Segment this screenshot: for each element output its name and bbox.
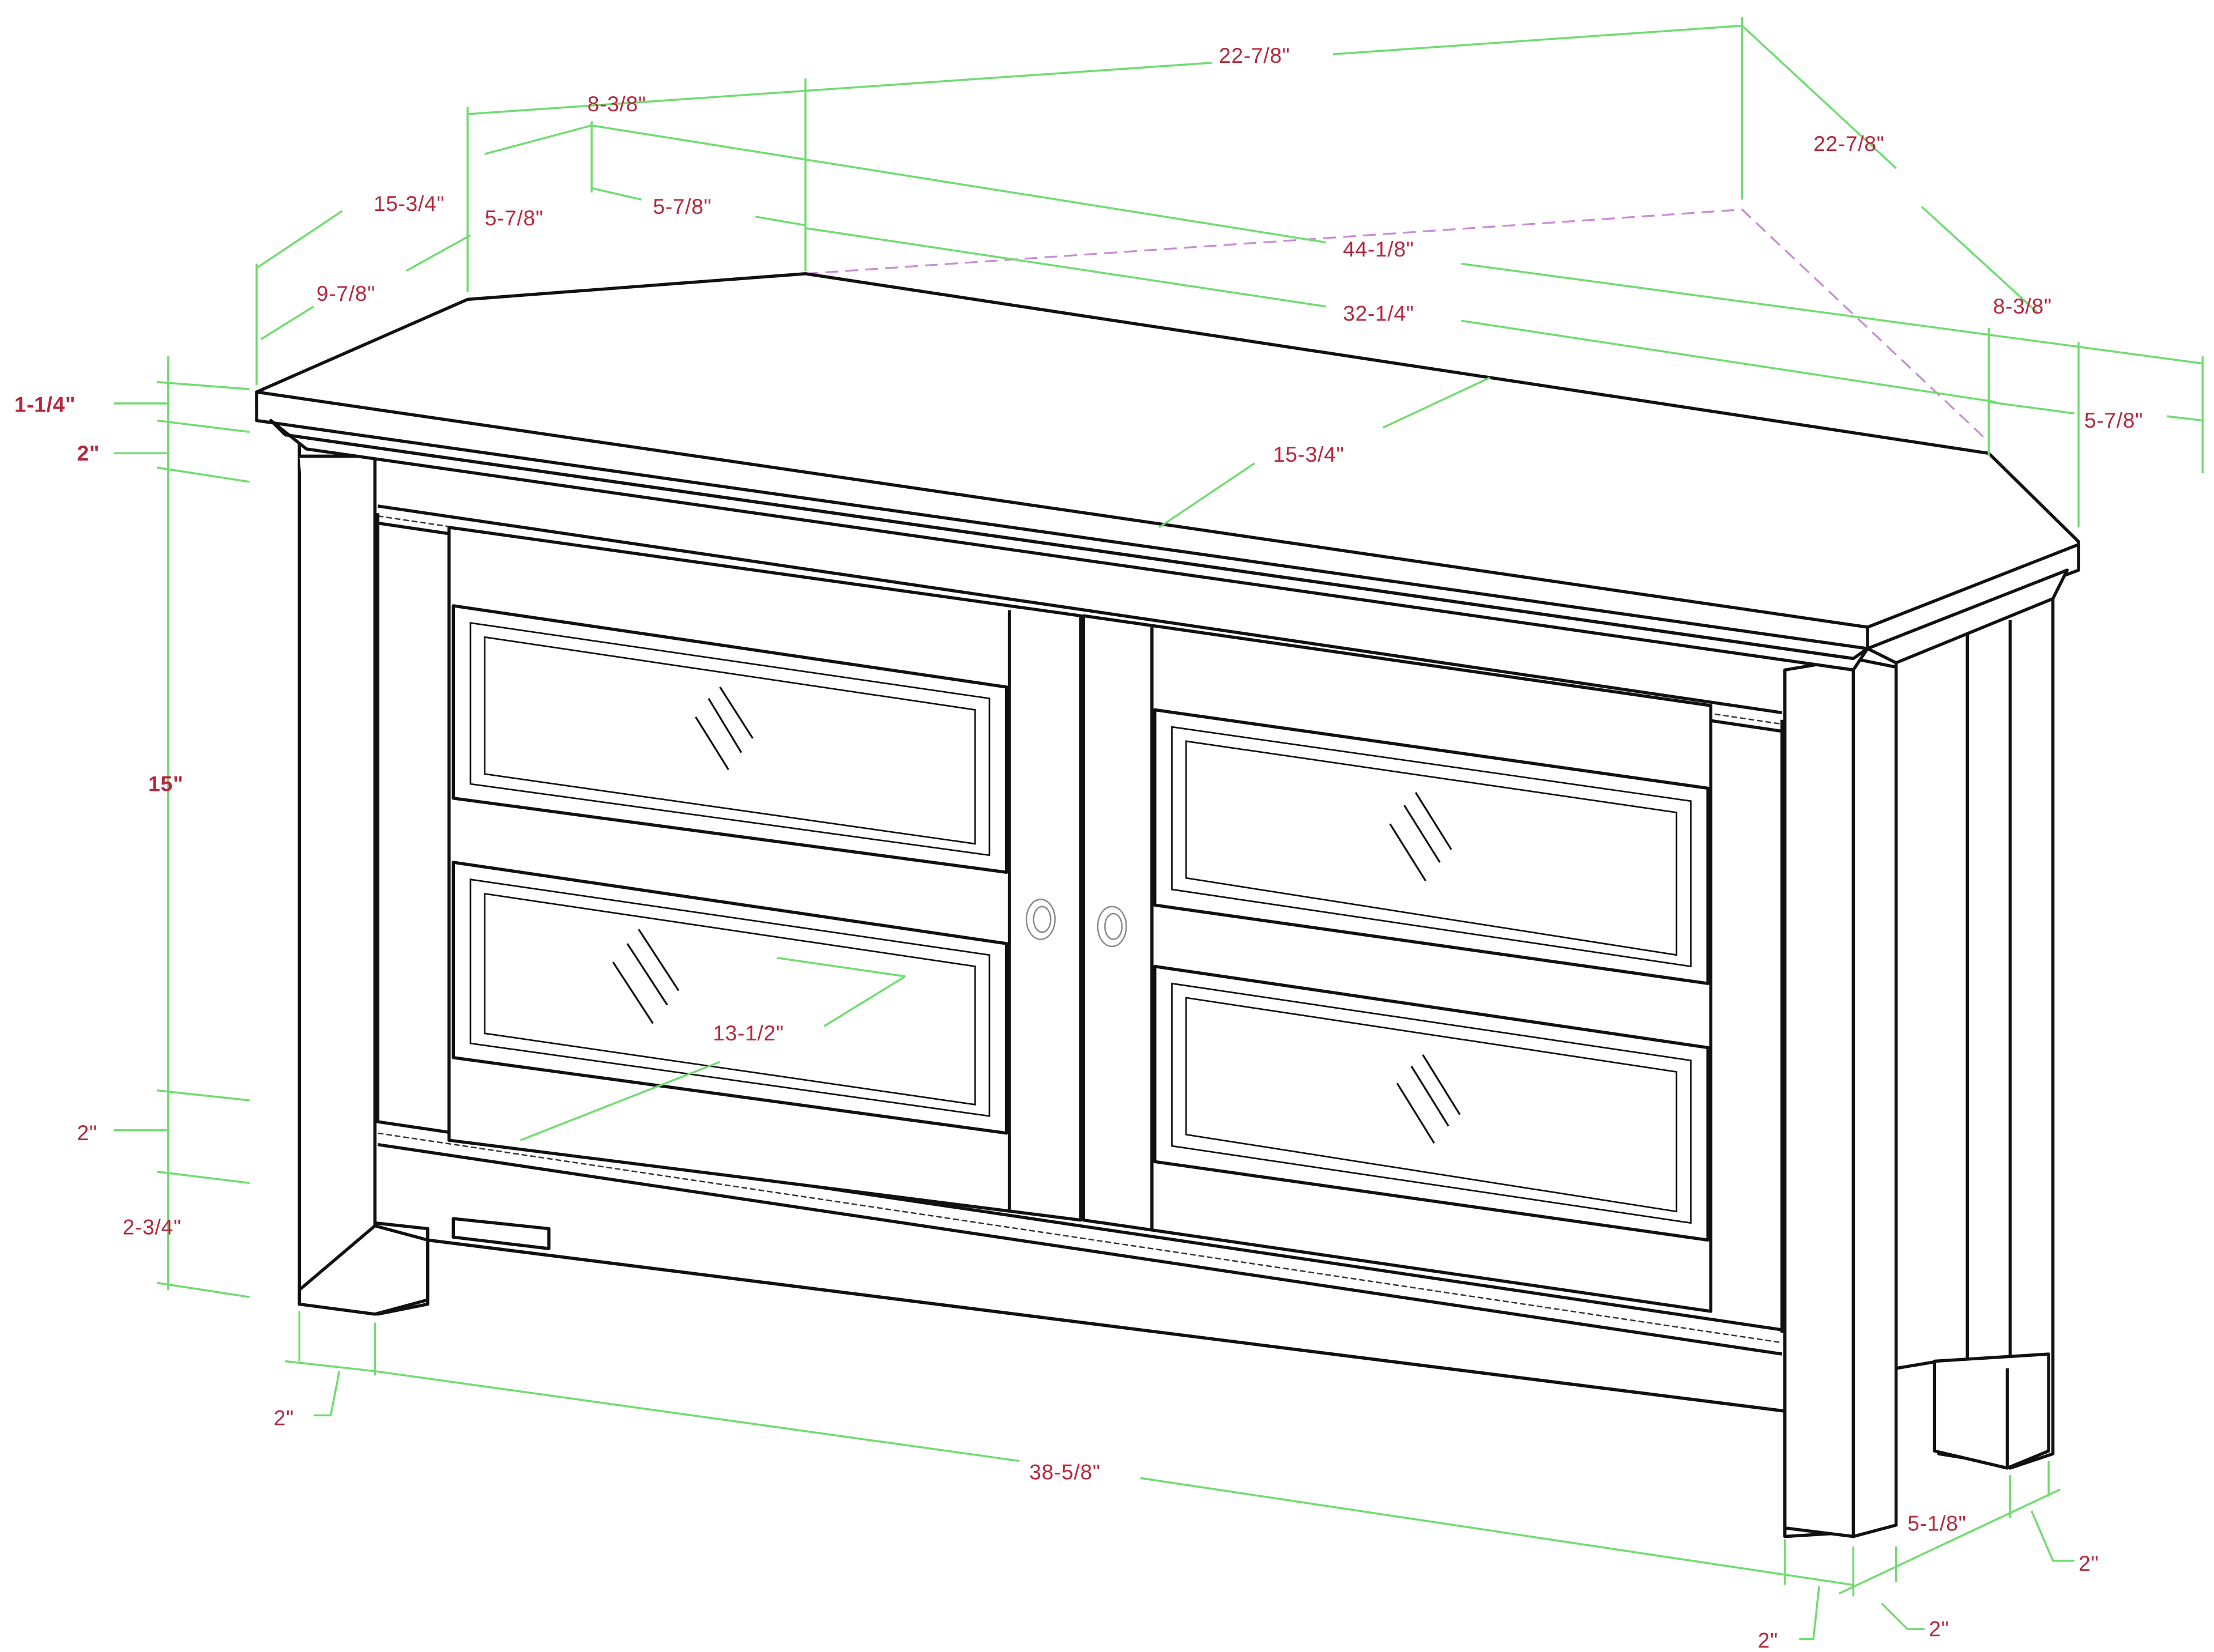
label-left-side-depth: 15-3/4" <box>374 191 445 216</box>
base-kick <box>451 1217 551 1250</box>
right-door-upper-glass <box>1153 708 1710 985</box>
label-back-leg-width: 2" <box>2079 1551 2099 1575</box>
label-front-bottom-width: 38-5/8" <box>1029 1460 1101 1484</box>
right-door-knob[interactable] <box>1097 906 1127 948</box>
label-left-side-front: 9-7/8" <box>317 281 375 305</box>
dimension-labels: 22-7/8" 22-7/8" 8-3/8" 8-3/8" 15-3/4" 5-… <box>14 43 2143 1652</box>
left-door[interactable] <box>447 526 1082 1222</box>
left-door-upper-glass <box>451 604 1008 874</box>
left-leg-foot <box>298 1224 430 1316</box>
right-side-panel <box>1894 597 2055 1470</box>
hidden-back-edges <box>805 208 1990 443</box>
right-door-lower-glass <box>1153 964 1710 1242</box>
label-right-leg-side: 2" <box>1929 1617 1949 1641</box>
label-top-back-width: 22-7/8" <box>1219 43 1290 67</box>
right-front-leg <box>1783 657 1898 1538</box>
tv-stand-body <box>255 272 2080 1538</box>
label-right-leg-front: 2" <box>1758 1628 1778 1652</box>
right-door[interactable] <box>1082 614 1712 1313</box>
left-door-knob[interactable] <box>1026 899 1056 940</box>
label-overall-width: 44-1/8" <box>1343 237 1414 261</box>
label-left-leg-width: 2" <box>274 1406 294 1430</box>
label-right-chamfer: 5-7/8" <box>2084 408 2143 432</box>
label-right-back-offset: 8-3/8" <box>1993 294 2052 318</box>
back-right-leg <box>1933 1352 2050 1470</box>
label-inner-depth: 13-1/2" <box>713 1021 784 1045</box>
label-leg-clearance: 2-3/4" <box>123 1215 182 1239</box>
label-front-top-width: 32-1/4" <box>1343 301 1414 325</box>
label-right-back-depth: 22-7/8" <box>1813 131 1885 156</box>
left-door-lower-glass <box>451 861 1008 1135</box>
label-bottom-rail-height: 2" <box>77 1121 97 1145</box>
label-apron-height: 2" <box>77 441 100 465</box>
label-right-side-span: 5-1/8" <box>1907 1511 1966 1536</box>
label-top-depth: 15-3/4" <box>1273 442 1345 466</box>
label-left-chamfer-b: 5-7/8" <box>653 194 711 218</box>
tabletop-right-edge <box>1866 542 2080 650</box>
label-left-chamfer-a: 5-7/8" <box>485 206 544 230</box>
dimension-lines <box>114 17 2204 1640</box>
label-body-height: 15" <box>148 771 183 795</box>
label-top-thickness: 1-1/4" <box>14 393 76 417</box>
label-left-back-offset: 8-3/8" <box>588 92 646 116</box>
